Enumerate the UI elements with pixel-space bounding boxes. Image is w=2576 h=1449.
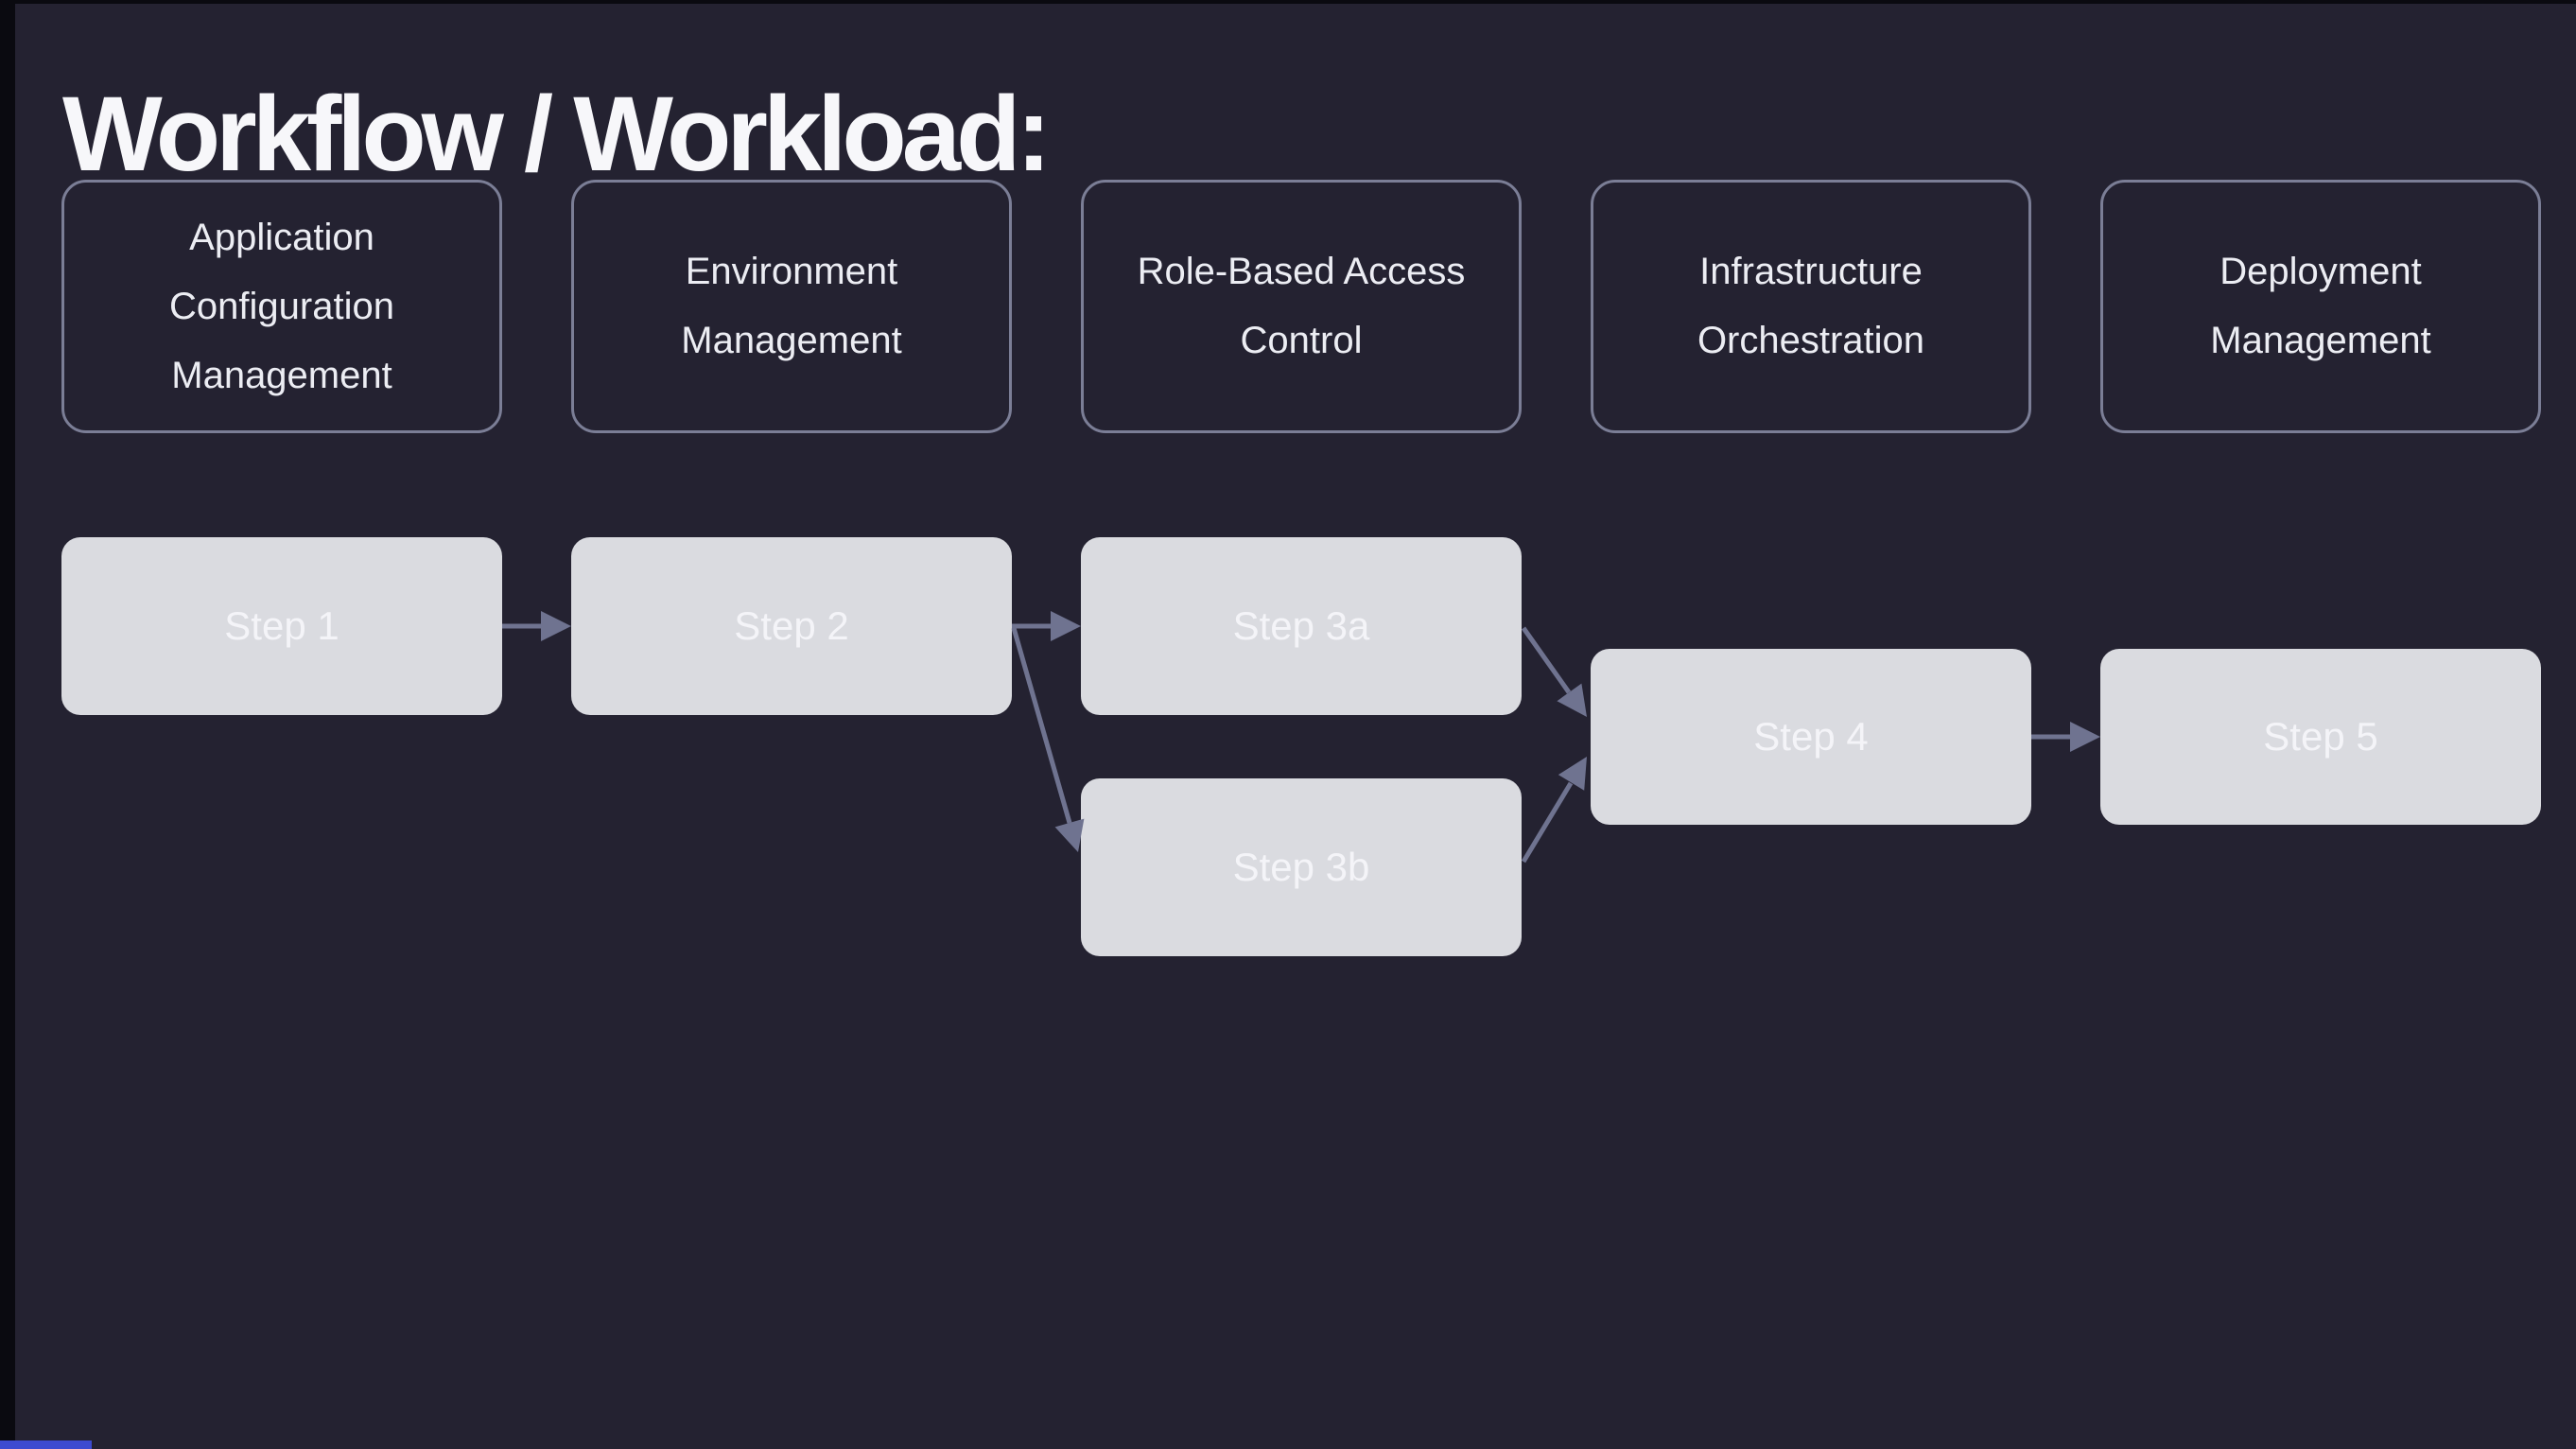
arrow-step4-step5 — [2031, 722, 2100, 752]
flow-node-label: Step 4 — [1753, 714, 1869, 759]
category-box-role-based-access-control: Role-Based Access Control — [1081, 180, 1522, 433]
flow-node-label: Step 1 — [224, 603, 339, 648]
category-label: Deployment Management — [2210, 251, 2431, 361]
arrow-step2-step3b — [1011, 627, 1085, 852]
flow-node-label: Step 3a — [1232, 603, 1370, 648]
category-label: Infrastructure Orchestration — [1697, 251, 1925, 361]
category-box-environment-management: Environment Management — [571, 180, 1012, 433]
arrow-step1-step2 — [502, 611, 571, 641]
flow-node-step5: Step 5 — [2100, 649, 2541, 825]
category-box-deployment-management: Deployment Management — [2100, 180, 2541, 433]
flow-node-label: Step 5 — [2263, 714, 2378, 759]
arrow-step3b-step4 — [1521, 757, 1587, 864]
flow-node-label: Step 3b — [1232, 845, 1370, 889]
flow-node-step3b: Step 3b — [1081, 778, 1522, 956]
category-label: Environment Management — [681, 251, 902, 361]
category-box-application-configuration-management: Application Configuration Management — [61, 180, 502, 433]
flow-node-step3a: Step 3a — [1081, 537, 1522, 715]
category-label: Role-Based Access Control — [1137, 251, 1466, 361]
arrow-step2-step3a — [1012, 611, 1081, 641]
flow-node-step4: Step 4 — [1591, 649, 2031, 825]
left-edge-trim — [0, 0, 15, 1449]
page-title: Workflow / Workload: — [62, 75, 1052, 194]
flow-node-step2: Step 2 — [571, 537, 1012, 715]
category-box-infrastructure-orchestration: Infrastructure Orchestration — [1591, 180, 2031, 433]
arrow-step3a-step4 — [1521, 626, 1587, 717]
top-edge-trim — [0, 0, 2576, 4]
flow-node-step1: Step 1 — [61, 537, 502, 715]
category-label: Application Configuration Management — [169, 216, 394, 396]
bottom-left-accent-bar — [0, 1440, 92, 1449]
flow-node-label: Step 2 — [734, 603, 849, 648]
